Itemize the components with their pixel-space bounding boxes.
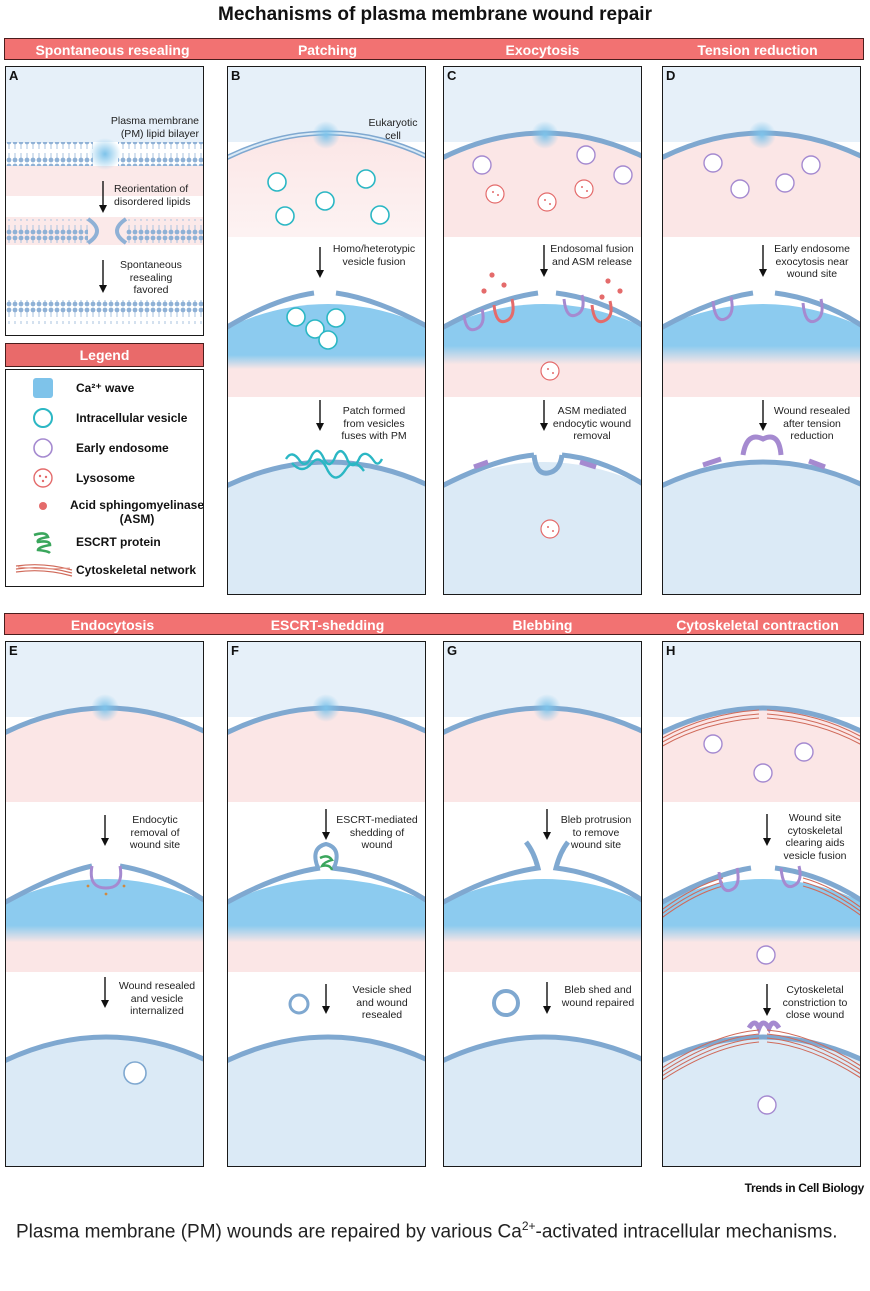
panel-e-illustration <box>6 642 203 1166</box>
legend-box: Ca²⁺ wave Intracellular vesicle Early en… <box>5 369 204 587</box>
panel-f: F ESCRT-mediated shedding of wound Vesic… <box>227 641 426 1167</box>
panel-c: C Endosomal fusion and ASM release ASM m… <box>443 66 642 595</box>
annotation-endocytic-removal: Endocytic removal of wound site <box>129 814 181 851</box>
legend-label: Acid sphingomyelinase (ASM) <box>69 498 204 526</box>
annotation-escrt-mediated: ESCRT-mediated shedding of wound <box>336 814 418 851</box>
panel-letter: G <box>447 643 458 658</box>
panel-letter: C <box>447 68 457 83</box>
legend-item-cytoskeletal-network: Cytoskeletal network <box>14 556 203 584</box>
panel-d: D Early endosome exocytosis near wound s… <box>662 66 861 595</box>
panel-a: A Plasma membrane (PM) lipid bilayer Reo… <box>5 66 204 336</box>
legend-label: Cytoskeletal network <box>76 563 197 577</box>
annotation-wound-resealed-internalized: Wound resealed and vesicle internalized <box>118 980 196 1017</box>
legend-label: Intracellular vesicle <box>76 411 188 425</box>
header-endocytosis: Endocytosis <box>70 617 155 633</box>
legend-label: ESCRT protein <box>76 535 161 549</box>
panel-d-illustration <box>663 67 860 594</box>
panel-letter: F <box>231 643 239 658</box>
annotation-eukaryotic-cell: Eukaryotic cell <box>368 117 418 142</box>
panel-c-illustration <box>444 67 641 594</box>
legend-item-lysosome: Lysosome <box>14 464 203 492</box>
annotation-bleb-shed: Bleb shed and wound repaired <box>561 984 635 1009</box>
header-bar-bottom: Endocytosis ESCRT-shedding Blebbing Cyto… <box>4 613 864 635</box>
panel-letter: H <box>666 643 676 658</box>
annotation-reorientation: Reorientation of disordered lipids <box>114 183 191 208</box>
header-tension-reduction: Tension reduction <box>697 42 818 58</box>
panel-g: G Bleb protrusion to remove wound site B… <box>443 641 642 1167</box>
header-patching: Patching <box>297 42 358 58</box>
header-spontaneous-resealing: Spontaneous resealing <box>35 42 190 58</box>
annotation-early-endosome-exocytosis: Early endosome exocytosis near wound sit… <box>774 243 850 280</box>
ca-wave-icon <box>33 378 53 398</box>
annotation-wound-resealed-tension: Wound resealed after tension reduction <box>773 405 851 442</box>
journal-name: Trends in Cell Biology <box>744 1181 865 1195</box>
caption-text-start: Plasma membrane (PM) wounds are repaired… <box>16 1221 522 1243</box>
annotation-spontaneous-resealing: Spontaneous resealing favored <box>120 259 182 296</box>
header-bar-top: Spontaneous resealing Patching Exocytosi… <box>4 38 864 60</box>
annotation-vesicle-shed: Vesicle shed and wound resealed <box>352 984 412 1021</box>
panel-a-illustration <box>6 67 203 335</box>
header-cytoskeletal-contraction: Cytoskeletal contraction <box>676 617 839 633</box>
panel-e: E Endocytic removal of wound site Wound … <box>5 641 204 1167</box>
annotation-patch-formed: Patch formed from vesicles fuses with PM <box>341 405 407 442</box>
panel-b: B Eukaryotic cell Homo/heterotypic vesic… <box>227 66 426 595</box>
panel-letter: B <box>231 68 241 83</box>
panel-b-illustration <box>228 67 425 594</box>
legend-label: Early endosome <box>76 441 169 455</box>
panel-g-illustration <box>444 642 641 1166</box>
panel-letter: E <box>9 643 18 658</box>
cytoskeletal-network-icon <box>15 564 73 577</box>
early-endosome-icon <box>33 438 53 458</box>
legend-header: Legend <box>5 343 204 367</box>
panel-letter: D <box>666 68 676 83</box>
annotation-cytoskeletal-clearing: Wound site cytoskeletal clearing aids ve… <box>783 812 847 862</box>
caption-superscript: 2+ <box>521 1219 536 1233</box>
annotation-pm-lipid-bilayer: Plasma membrane (PM) lipid bilayer <box>110 115 199 140</box>
legend-item-early-endosome: Early endosome <box>14 434 203 462</box>
panel-h-illustration <box>663 642 860 1166</box>
panel-h: H Wound site cytoskeletal clearing aids … <box>662 641 861 1167</box>
caption-text-end: -activated intracellular mechanisms. <box>535 1221 838 1243</box>
annotation-asm-mediated: ASM mediated endocytic wound removal <box>552 405 632 442</box>
annotation-bleb-protrusion: Bleb protrusion to remove wound site <box>560 814 632 851</box>
legend-item-escrt-protein: ESCRT protein <box>14 528 203 556</box>
annotation-cytoskeletal-constriction: Cytoskeletal constriction to close wound <box>782 984 848 1021</box>
intracellular-vesicle-icon <box>33 408 53 428</box>
legend-item-intracellular-vesicle: Intracellular vesicle <box>14 404 203 432</box>
figure-title: Mechanisms of plasma membrane wound repa… <box>218 4 652 25</box>
asm-dot-icon <box>39 502 47 510</box>
panel-f-illustration <box>228 642 425 1166</box>
legend-label: Ca²⁺ wave <box>76 381 135 395</box>
legend-item-asm: Acid sphingomyelinase (ASM) <box>14 494 204 528</box>
panel-letter: A <box>9 68 19 83</box>
legend-label: Lysosome <box>76 471 135 485</box>
figure-caption: Plasma membrane (PM) wounds are repaired… <box>16 1212 856 1246</box>
header-escrt-shedding: ESCRT-shedding <box>270 617 385 633</box>
annotation-endosomal-fusion: Endosomal fusion and ASM release <box>550 243 634 268</box>
legend-item-ca-wave: Ca²⁺ wave <box>14 374 203 402</box>
lysosome-icon <box>33 468 53 488</box>
header-blebbing: Blebbing <box>512 617 573 633</box>
escrt-protein-icon <box>33 532 52 555</box>
header-exocytosis: Exocytosis <box>505 42 580 58</box>
legend-title: Legend <box>79 347 130 363</box>
annotation-vesicle-fusion: Homo/heterotypic vesicle fusion <box>332 243 416 268</box>
